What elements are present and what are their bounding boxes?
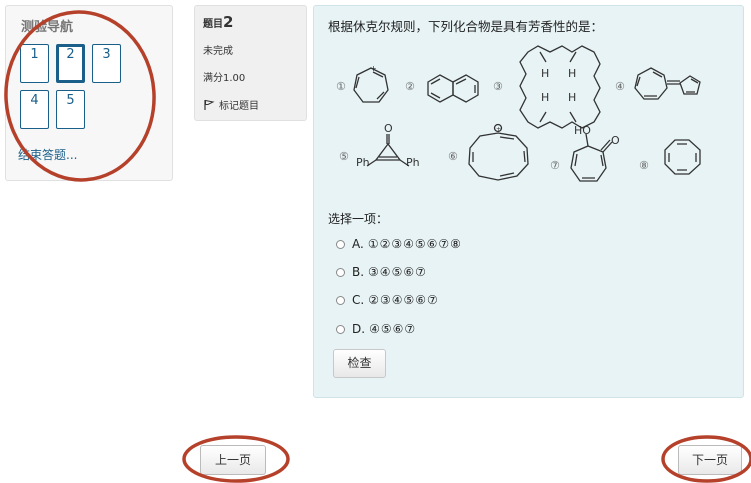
question-info-panel: 题目2 未完成 满分1.00 标记题目 [194, 5, 307, 121]
answer-option-text: ③④⑤⑥⑦ [368, 265, 427, 279]
question-label: 题目2 [203, 13, 233, 31]
structure-3-h-2: H [568, 67, 576, 80]
check-button[interactable]: 检查 [333, 349, 386, 378]
next-page-button[interactable]: 下一页 [678, 445, 742, 475]
select-one-prompt: 选择一项： [328, 212, 389, 226]
answer-option-letter: C. [352, 293, 365, 307]
flag-question-link[interactable]: 标记题目 [203, 97, 259, 112]
structure-2-bicyclic [427, 74, 479, 103]
question-number: 2 [223, 13, 234, 31]
structure-3-h-4: H [568, 91, 576, 104]
answer-option-c[interactable]: C. ②③④⑤⑥⑦ [336, 293, 439, 307]
chemical-structures-figure: ① ② ③ ④ ⑤ ⑥ ⑦ ⑧ + [336, 45, 701, 182]
radio-icon[interactable] [336, 295, 345, 305]
structure-8-cyclooctatetraene [664, 139, 701, 175]
quiz-nav-button-5[interactable]: 5 [56, 90, 85, 129]
structure-5-phenyl-left: Ph [356, 156, 370, 169]
question-grade: 满分1.00 [203, 73, 246, 84]
question-text: 根据休克尔规则，下列化合物是具有芳香性的是： [328, 19, 604, 34]
radio-icon[interactable] [336, 267, 345, 277]
structure-7-oxygen: O [611, 134, 620, 147]
quiz-nav-button-2[interactable]: 2 [56, 44, 85, 83]
structure-number-7: ⑦ [550, 159, 560, 172]
structure-6-nine-ring: + [468, 123, 529, 181]
structure-5-phenyl-right: Ph [406, 156, 420, 169]
answer-option-d[interactable]: D. ④⑤⑥⑦ [336, 322, 416, 336]
structure-1-charge: + [370, 64, 377, 73]
structure-number-8: ⑧ [639, 159, 649, 172]
answer-option-text: ②③④⑤⑥⑦ [368, 293, 439, 307]
quiz-nav-button-1[interactable]: 1 [20, 44, 49, 83]
quiz-nav-button-3[interactable]: 3 [92, 44, 121, 83]
quiz-nav-button-4[interactable]: 4 [20, 90, 49, 129]
structure-7-hydroxyl: HO [574, 124, 591, 137]
answer-option-text: ④⑤⑥⑦ [369, 322, 417, 336]
structure-3-h-1: H [541, 67, 549, 80]
answer-option-letter: A. [352, 237, 364, 251]
structure-number-2: ② [405, 80, 415, 93]
structure-5-cyclopropenone [366, 134, 410, 167]
structure-4-sesquifulvalene [634, 67, 701, 100]
radio-icon[interactable] [336, 324, 345, 334]
answer-option-text: ①②③④⑤⑥⑦⑧ [367, 237, 462, 251]
question-state: 未完成 [203, 46, 233, 57]
quiz-navigation-panel: 测验导航 1 2 3 4 5 结束答题... [5, 5, 173, 181]
structure-7-tropolone [570, 133, 613, 182]
flag-icon [204, 99, 215, 110]
structure-number-1: ① [336, 80, 346, 93]
flag-question-label: 标记题目 [219, 101, 259, 112]
previous-page-button[interactable]: 上一页 [200, 445, 266, 475]
radio-icon[interactable] [336, 239, 345, 249]
finish-attempt-link[interactable]: 结束答题... [18, 148, 78, 162]
answer-option-b[interactable]: B. ③④⑤⑥⑦ [336, 265, 427, 279]
answer-option-a[interactable]: A. ①②③④⑤⑥⑦⑧ [336, 237, 462, 251]
structure-number-6: ⑥ [448, 150, 458, 163]
structure-1-cycloheptatrienyl: + [353, 64, 389, 103]
structure-number-5: ⑤ [339, 150, 349, 163]
answer-option-letter: B. [352, 265, 365, 279]
structure-6-charge: + [496, 126, 501, 133]
structure-number-3: ③ [493, 80, 503, 93]
question-label-text: 题目 [203, 19, 223, 30]
question-content-panel: 根据休克尔规则，下列化合物是具有芳香性的是： ① ② ③ ④ ⑤ ⑥ ⑦ ⑧ + [313, 5, 744, 398]
structure-number-4: ④ [615, 80, 625, 93]
quiz-nav-title: 测验导航 [21, 20, 74, 35]
structure-5-oxygen: O [384, 122, 393, 135]
structure-3-annulene [519, 45, 601, 129]
answer-option-letter: D. [352, 322, 366, 336]
structure-3-h-3: H [541, 91, 549, 104]
